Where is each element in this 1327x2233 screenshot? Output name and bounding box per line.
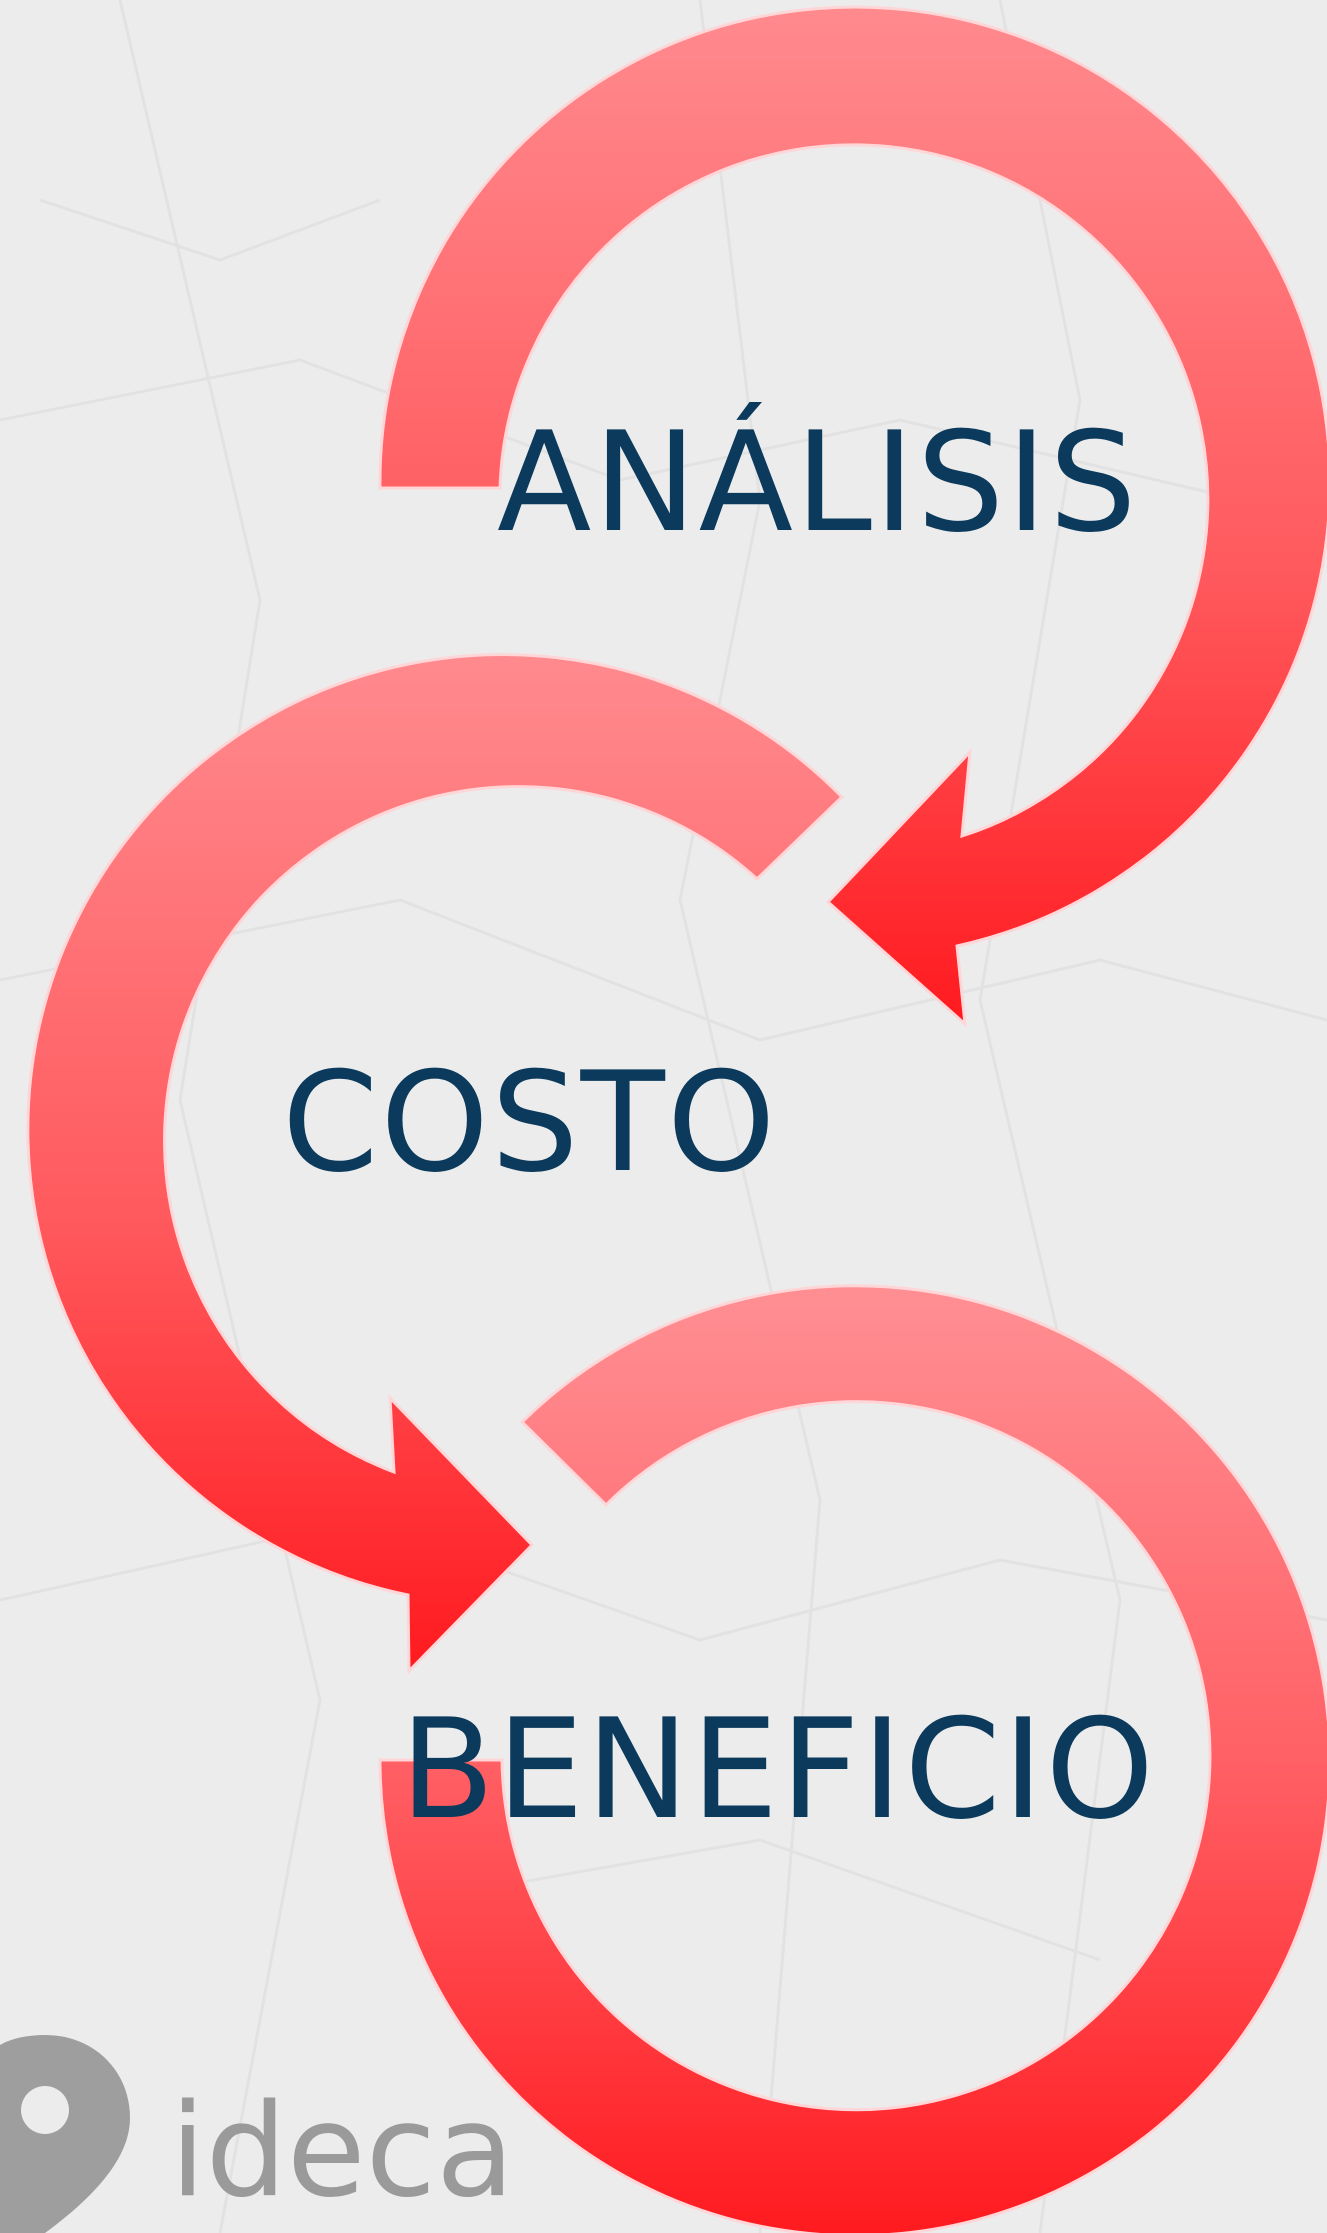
step-label-analisis: ANÁLISIS bbox=[497, 402, 1139, 563]
step-label-costo: COSTO bbox=[282, 1042, 778, 1203]
arrow-costo-to-beneficio bbox=[26, 653, 845, 1675]
logo-text: ideca bbox=[170, 2077, 514, 2226]
arrow-beneficio-loop bbox=[378, 1284, 1327, 2233]
map-pin-icon bbox=[0, 2035, 130, 2233]
arrow-analisis-to-costo bbox=[378, 5, 1327, 1028]
logo: ideca bbox=[0, 2035, 514, 2233]
step-label-beneficio: BENEFICIO bbox=[400, 1689, 1156, 1850]
